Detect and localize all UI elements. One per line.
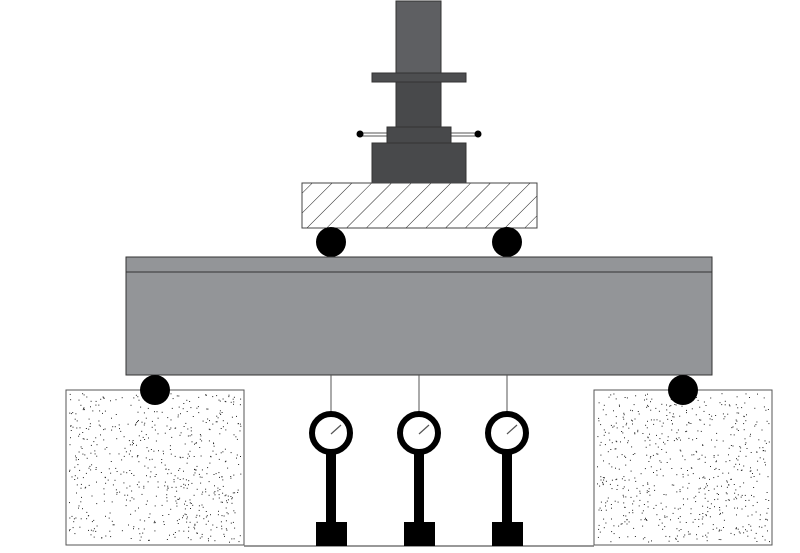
loading-roller-left bbox=[316, 227, 346, 257]
gauge-dial bbox=[485, 411, 529, 455]
gauge-stand bbox=[502, 450, 512, 524]
concrete-texture bbox=[69, 393, 770, 543]
hydraulic-actuator bbox=[356, 0, 482, 184]
gauge-base bbox=[492, 522, 523, 546]
support-roller-right bbox=[668, 375, 698, 405]
load-cell-collar bbox=[386, 126, 452, 144]
actuator-flange bbox=[371, 72, 467, 83]
gauge-dial bbox=[397, 411, 441, 455]
gauge-needle bbox=[506, 424, 518, 435]
gauge-base bbox=[404, 522, 435, 546]
gauge-dial bbox=[309, 411, 353, 455]
gauge-stand bbox=[414, 450, 424, 524]
support-roller-left bbox=[140, 375, 170, 405]
lvdt-rod-end-right bbox=[474, 130, 482, 138]
actuator-piston-upper bbox=[395, 0, 442, 75]
gauge-needle bbox=[418, 424, 430, 435]
gauge-stand bbox=[326, 450, 336, 524]
dial-gauge-right bbox=[485, 375, 529, 546]
gauge-needle bbox=[330, 424, 342, 435]
gauge-base bbox=[316, 522, 347, 546]
lvdt-rod-end-left bbox=[356, 130, 364, 138]
dial-gauge-left bbox=[309, 375, 353, 546]
loading-roller-right bbox=[492, 227, 522, 257]
actuator-base bbox=[371, 142, 467, 184]
test-beam bbox=[125, 256, 713, 376]
dial-gauge-middle bbox=[397, 375, 441, 546]
actuator-piston-lower bbox=[395, 81, 442, 129]
support-block-right bbox=[593, 389, 773, 546]
spreader-beam bbox=[301, 182, 538, 229]
